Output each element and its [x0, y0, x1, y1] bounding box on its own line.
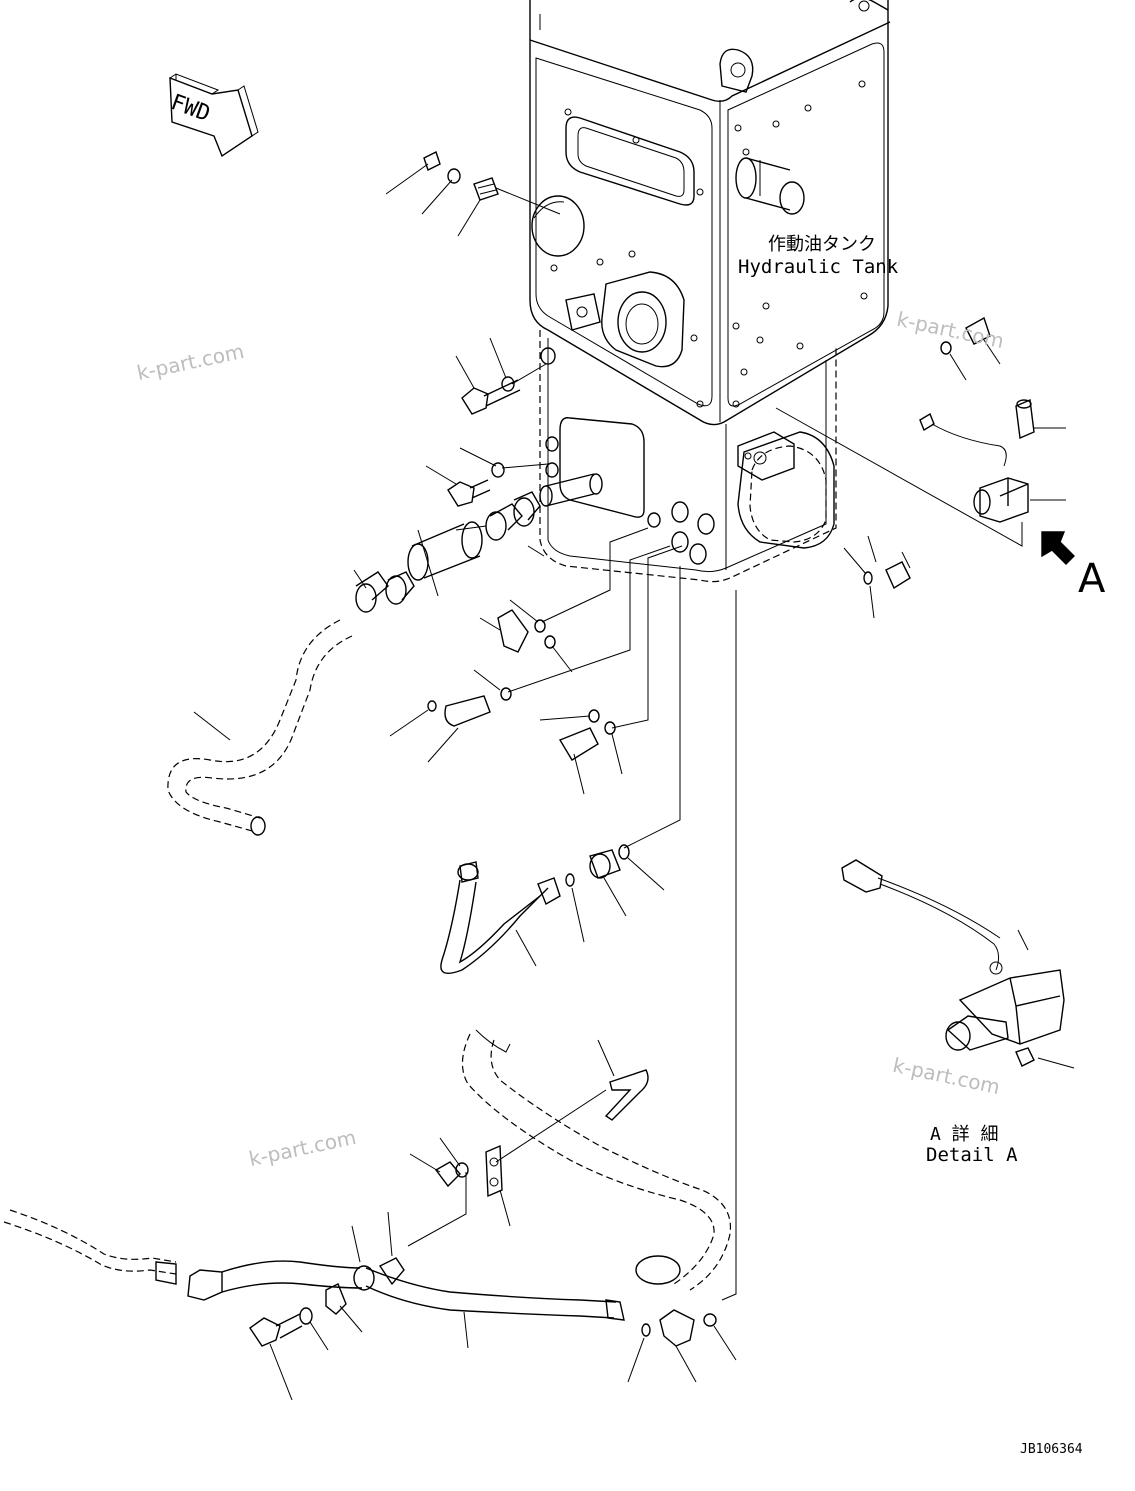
solenoid-assembly: [775, 316, 1075, 619]
tank-label-jp: 作動油タンク: [768, 234, 876, 255]
view-arrow-label: A: [1078, 556, 1106, 602]
lower-dashed-pipe: [461, 1029, 732, 1291]
bottom-hose-assembly: [3, 1209, 737, 1401]
top-left-fittings: [385, 151, 561, 507]
hydraulic-tank: [529, 0, 891, 583]
flexible-hose-middle: [440, 844, 665, 974]
middle-fittings: [389, 527, 737, 1301]
clamp-band: [495, 1039, 649, 1163]
detail-label-en: Detail A: [926, 1144, 1018, 1166]
tank-label-en: Hydraulic Tank: [738, 256, 899, 278]
short-hose-clamps: [353, 491, 545, 613]
detail-a-view: [841, 859, 1075, 1069]
long-bent-pipe: [167, 619, 353, 836]
detail-label-jp: A 詳 細: [930, 1124, 999, 1145]
bracket-and-nut: [407, 1137, 511, 1247]
fwd-arrow-icon: [169, 73, 259, 158]
drawing-number: JB106364: [1020, 1442, 1083, 1457]
